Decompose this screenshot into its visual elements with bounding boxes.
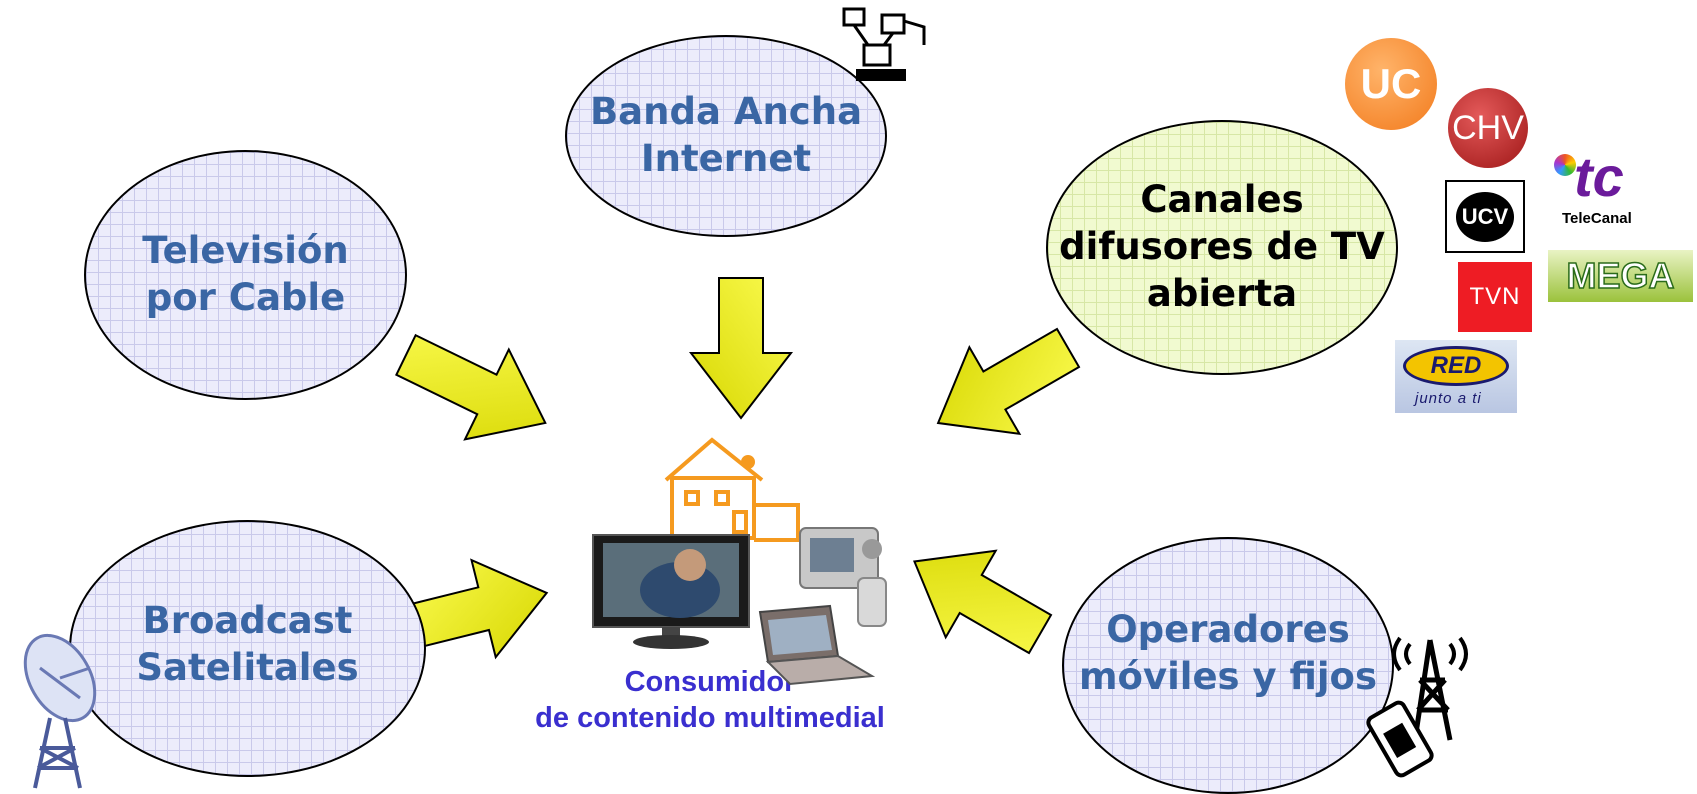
camcorder-icon	[799, 527, 887, 627]
red-logo-text: RED	[1430, 352, 1482, 379]
ucv-logo-text: UCV	[1455, 191, 1515, 242]
house-icon	[664, 437, 800, 542]
tvn-logo-text: TVN	[1469, 283, 1521, 310]
node-satellite: Broadcast Satelitales	[69, 520, 426, 777]
television-icon	[592, 534, 750, 649]
tvn-logo: TVN	[1458, 262, 1532, 332]
arrow-from-cable	[395, 333, 547, 441]
red-logo: RED junto a ti	[1395, 340, 1517, 413]
telecanal-logo: tc TeleCanal	[1550, 145, 1650, 230]
computer-network-icon	[842, 7, 926, 81]
node-broadband-label: Banda Ancha Internet	[589, 90, 863, 180]
node-cable-label: Televisión por Cable	[142, 229, 349, 319]
chv-logo-text: CHV	[1452, 108, 1524, 147]
arrow-from-open-tv	[936, 327, 1081, 436]
red-logo-badge: RED	[1403, 346, 1509, 386]
satellite-dish-icon	[23, 633, 97, 789]
node-broadband: Banda Ancha Internet	[565, 35, 887, 237]
chv-logo: CHV	[1448, 88, 1528, 168]
laptop-icon	[758, 604, 876, 686]
node-operators-label: Operadores móviles y fijos	[1078, 607, 1377, 698]
red-logo-tagline: junto a ti	[1415, 390, 1482, 407]
node-operators: Operadores móviles y fijos	[1062, 537, 1394, 794]
ucv-logo: UCV	[1445, 180, 1525, 253]
arrow-from-broadband	[688, 277, 794, 420]
mega-logo-text: MEGA	[1566, 254, 1676, 297]
uc-logo: UC	[1345, 38, 1437, 130]
telecanal-mark: tc	[1574, 145, 1624, 208]
telecanal-name: TeleCanal	[1562, 210, 1632, 227]
consumer-label: Consumidor de contenido multimedial	[535, 666, 885, 734]
radio-tower-phone-icon	[1366, 636, 1468, 778]
arrow-from-operators	[913, 549, 1053, 655]
node-satellite-label: Broadcast Satelitales	[136, 598, 359, 689]
node-open-tv: Canales difusores de TV abierta	[1046, 120, 1398, 375]
mega-logo: MEGA	[1548, 250, 1693, 302]
node-cable: Televisión por Cable	[84, 150, 407, 400]
node-open-tv-label: Canales difusores de TV abierta	[1059, 178, 1385, 315]
telecanal-flower-icon	[1554, 154, 1576, 176]
uc-logo-text: UC	[1360, 60, 1422, 107]
